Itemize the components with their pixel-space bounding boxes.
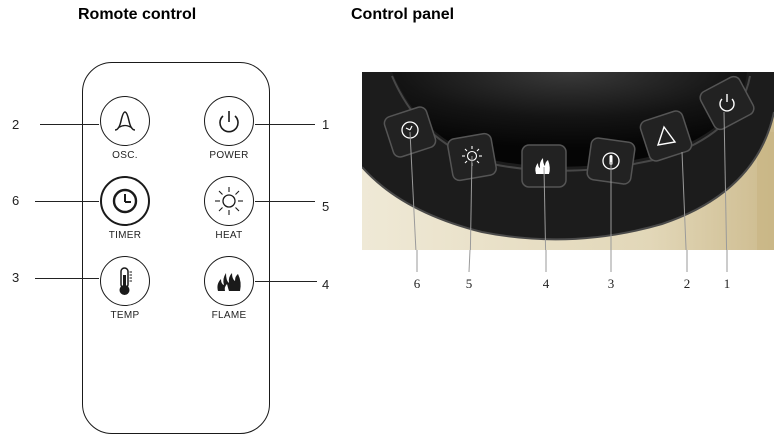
callout-line-heat — [255, 201, 315, 202]
panel-number-3: 3 — [607, 276, 615, 291]
control-panel-title: Control panel — [351, 6, 455, 23]
sun-icon — [215, 187, 243, 215]
callout-line-power — [255, 124, 315, 125]
remote-heat-button[interactable]: HEAT — [203, 176, 255, 241]
panel-power-button[interactable] — [698, 74, 757, 132]
callout-line-temp — [35, 278, 99, 279]
panel-leader-continuations — [416, 250, 728, 273]
flame-icon — [217, 273, 241, 291]
callout-number-flame: 4 — [322, 277, 330, 292]
panel-oscillate-icon — [656, 125, 677, 146]
remote-heat-label: HEAT — [215, 230, 243, 241]
remote-osc-button[interactable]: OSC. — [99, 96, 151, 161]
panel-number-4: 4 — [542, 276, 550, 291]
panel-power-icon — [719, 94, 735, 112]
panel-number-6: 6 — [413, 276, 421, 291]
panel-number-1: 1 — [723, 276, 731, 291]
panel-leader-lines — [409, 111, 728, 250]
clock-icon — [112, 188, 138, 214]
callout-line-flame — [255, 281, 317, 282]
remote-temp-label: TEMP — [110, 310, 140, 321]
callout-line-timer — [35, 201, 99, 202]
remote-timer-button[interactable]: TIMER — [99, 176, 151, 241]
callout-line-osc — [40, 124, 99, 125]
remote-power-label: POWER — [209, 150, 249, 161]
callout-number-heat: 5 — [322, 199, 330, 214]
remote-flame-button[interactable]: FLAME — [203, 256, 255, 321]
remote-flame-label: FLAME — [211, 310, 247, 321]
callout-number-power: 1 — [322, 117, 330, 132]
callout-number-temp: 3 — [12, 270, 20, 285]
panel-flame-icon — [535, 158, 550, 174]
remote-timer-label: TIMER — [108, 230, 142, 241]
power-icon — [219, 111, 239, 133]
callout-number-osc: 2 — [12, 117, 20, 132]
callout-number-timer: 6 — [12, 193, 20, 208]
control-panel-photo — [362, 72, 774, 250]
panel-temp-button[interactable] — [586, 137, 636, 185]
panel-osc-button[interactable] — [639, 109, 694, 163]
oscillate-icon — [114, 111, 136, 131]
thermometer-icon — [119, 267, 132, 295]
remote-osc-label: OSC. — [112, 150, 138, 161]
remote-control-body — [82, 62, 270, 434]
remote-control-title: Romote control — [78, 6, 197, 23]
panel-number-5: 5 — [465, 276, 473, 291]
remote-power-button[interactable]: POWER — [203, 96, 255, 161]
panel-number-2: 2 — [683, 276, 691, 291]
remote-temp-button[interactable]: TEMP — [99, 256, 151, 321]
